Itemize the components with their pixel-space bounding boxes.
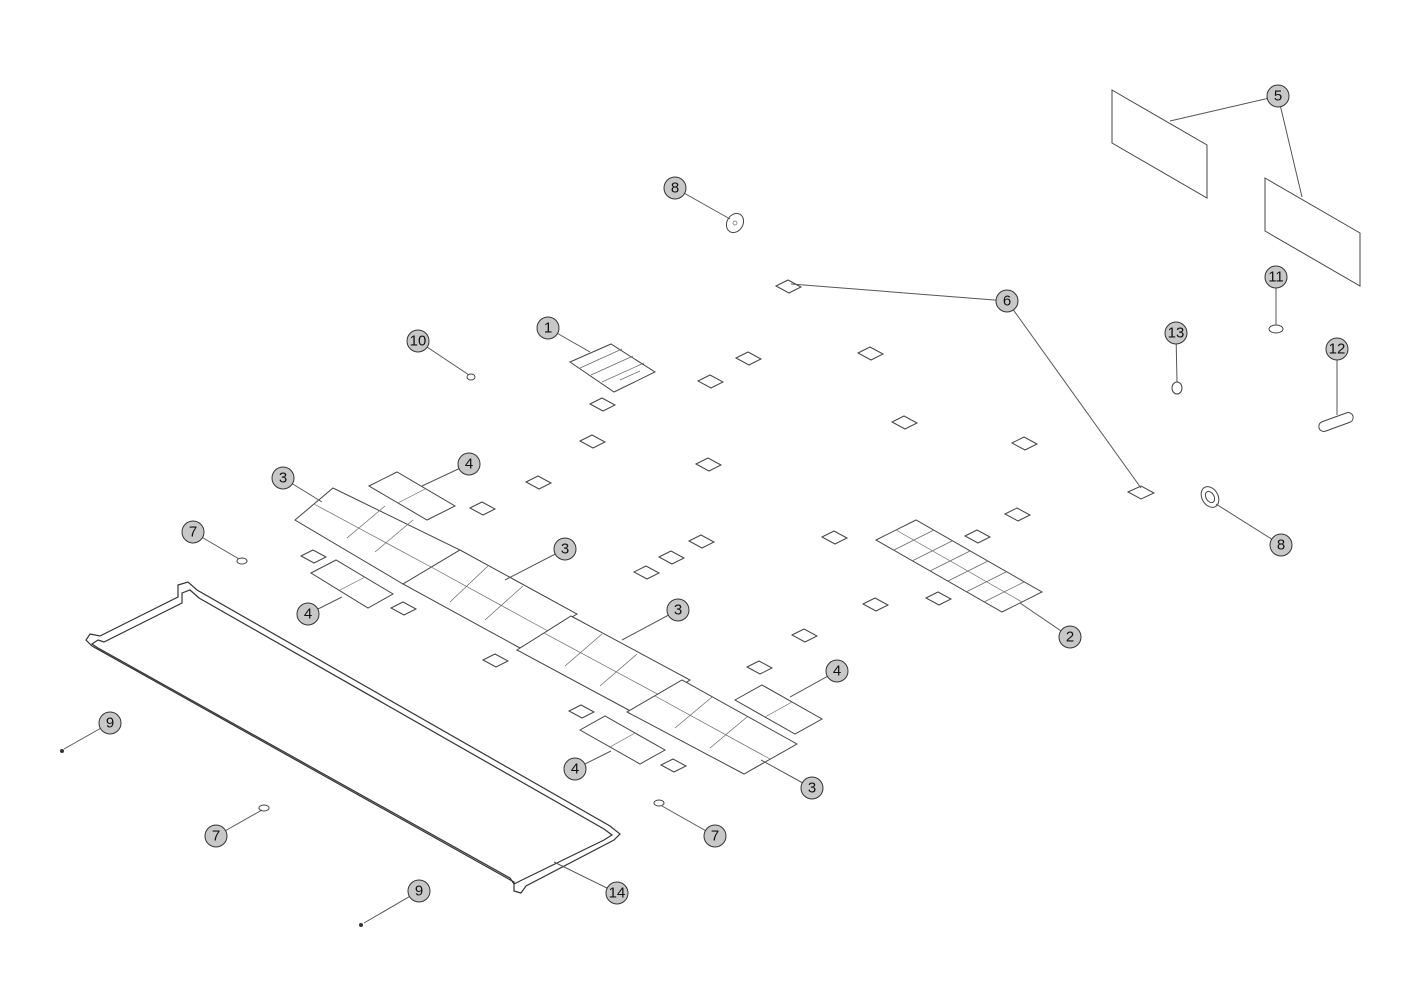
callout-3-d: 3 (800, 776, 824, 800)
part-11-plug (1268, 324, 1284, 334)
callout-6: 6 (995, 289, 1019, 313)
callout-3-b: 3 (553, 537, 577, 561)
callout-8-b: 8 (1269, 533, 1293, 557)
svg-text:13: 13 (1168, 325, 1185, 342)
callout-8-a: 8 (663, 176, 687, 200)
part-4-mat-b (309, 559, 394, 609)
callout-10: 10 (406, 329, 430, 353)
callouts: 1 2 3 3 3 3 4 4 (98, 84, 1349, 905)
part-3-mat-c (516, 615, 691, 715)
part-7-nut-b (258, 804, 270, 812)
leader-lines (63, 95, 1338, 924)
callout-1: 1 (536, 316, 560, 340)
svg-text:9: 9 (106, 715, 114, 732)
svg-text:7: 7 (212, 828, 220, 845)
svg-text:1: 1 (544, 320, 552, 337)
svg-text:12: 12 (1329, 341, 1346, 358)
part-14-gasket (85, 581, 621, 894)
callout-7-a: 7 (181, 520, 205, 544)
part-8-washer-top (725, 212, 745, 234)
svg-text:4: 4 (465, 456, 473, 473)
svg-text:6: 6 (1003, 293, 1011, 310)
svg-text:4: 4 (833, 663, 841, 680)
svg-text:3: 3 (808, 780, 816, 797)
part-4-mat-c (733, 684, 824, 735)
svg-text:8: 8 (671, 180, 679, 197)
part-10-rivet (466, 373, 476, 381)
part-3-mat-b (401, 549, 579, 649)
svg-text:7: 7 (189, 524, 197, 541)
callout-13: 13 (1164, 321, 1188, 345)
svg-text:11: 11 (1268, 269, 1284, 286)
callout-4-c: 4 (825, 659, 849, 683)
svg-text:7: 7 (711, 828, 719, 845)
part-1-mat (568, 343, 657, 393)
svg-text:2: 2 (1066, 629, 1074, 646)
part-3-mat-a (294, 487, 462, 585)
svg-text:3: 3 (279, 470, 287, 487)
svg-text:10: 10 (410, 333, 427, 350)
part-13-grommet (1171, 381, 1183, 395)
part-7-nut-a (236, 557, 248, 565)
part-3-mat-d (625, 679, 799, 775)
callout-5: 5 (1266, 84, 1290, 108)
part-9-pin-b (359, 923, 363, 927)
callout-4-a: 4 (457, 452, 481, 476)
callout-9-a: 9 (98, 711, 122, 735)
callout-4-d: 4 (563, 757, 587, 781)
callout-9-b: 9 (407, 879, 431, 903)
part-4-mat-d (578, 715, 667, 765)
callout-3-c: 3 (666, 598, 690, 622)
svg-text:8: 8 (1277, 537, 1285, 554)
callout-7-b: 7 (204, 824, 228, 848)
part-2-mat (874, 519, 1044, 613)
svg-text:9: 9 (415, 883, 423, 900)
svg-text:4: 4 (304, 606, 312, 623)
part-4-mat-a (367, 471, 457, 521)
svg-text:4: 4 (571, 761, 579, 778)
callout-14: 14 (605, 881, 629, 905)
callout-12: 12 (1325, 337, 1349, 361)
callout-7-c: 7 (703, 824, 727, 848)
part-12-clip (1318, 412, 1354, 432)
part-9-pin-a (60, 749, 64, 753)
svg-text:14: 14 (609, 885, 626, 902)
callout-3-a: 3 (271, 466, 295, 490)
svg-text:3: 3 (561, 541, 569, 558)
part-7-nut-c (653, 799, 665, 807)
part-8-washer-right (1200, 486, 1220, 508)
svg-text:3: 3 (674, 602, 682, 619)
callout-11: 11 (1264, 265, 1288, 289)
part-5-panels (1111, 89, 1361, 287)
svg-text:5: 5 (1274, 88, 1282, 105)
callout-4-b: 4 (296, 602, 320, 626)
part-6-pads (299, 279, 1156, 773)
callout-2: 2 (1058, 625, 1082, 649)
